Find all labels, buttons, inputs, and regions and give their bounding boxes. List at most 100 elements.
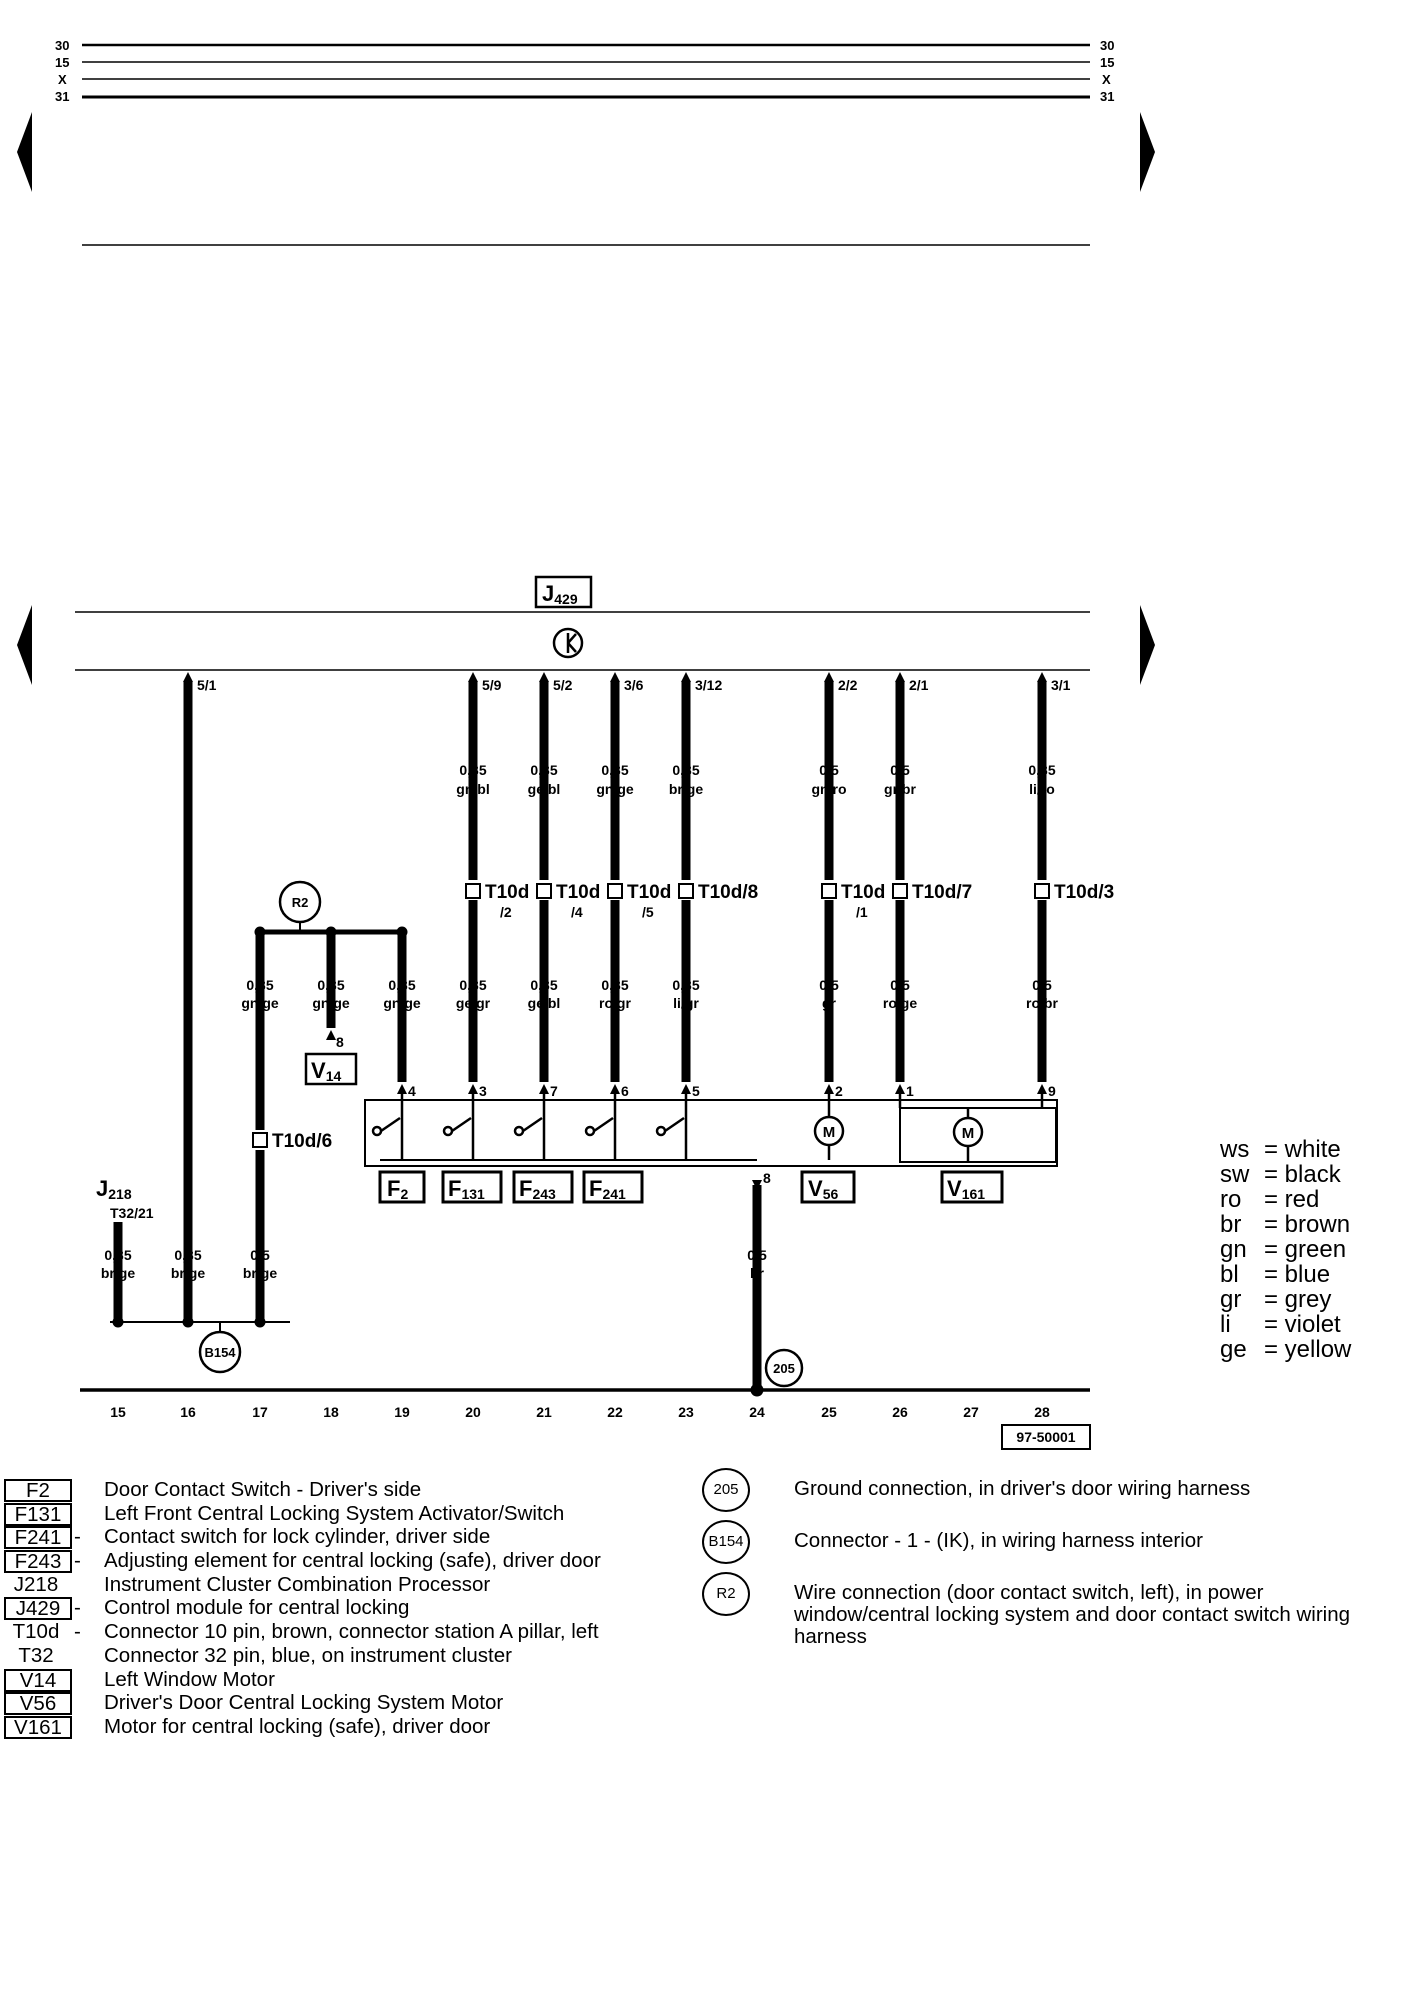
legend-row: gr= grey [1220,1286,1332,1313]
wire-gauge: 0,35 [459,762,486,778]
column-number: 19 [394,1404,410,1420]
wire-color: ro/br [1026,995,1058,1011]
clock-icon [552,627,584,659]
v56-label: V56 [808,1176,838,1202]
wire-gauge: 0,5 [250,1247,270,1263]
color-legend: ws= white sw= black ro= red br= brown gn… [1220,1137,1351,1362]
legend-row: bl= blue [1220,1261,1331,1288]
column-number: 22 [607,1404,623,1420]
wire-color: gn/bl [456,781,489,797]
wire-gauge: 0,35 [1028,762,1055,778]
wire-color: gn/ge [596,781,634,797]
v161-label: V161 [947,1176,985,1202]
next-arrow-icon[interactable] [1140,605,1155,685]
connector-sub: /1 [856,904,868,920]
pin-label: 7 [550,1083,558,1099]
connector-label: T10d/6 [272,1131,332,1152]
wire-gauge: 0,35 [174,1247,201,1263]
legend-row: li= violet [1220,1311,1341,1338]
f243-box [512,1170,574,1204]
column-number: 24 [749,1404,765,1420]
pin-label: 5/1 [197,677,217,693]
rail-label: 31 [1100,89,1114,104]
wire-gauge: 0,35 [672,977,699,993]
j429-label: J429 [542,581,578,607]
wire-gauge: 0,35 [530,977,557,993]
motor-symbol: M [823,1124,836,1141]
legend-row: gn= green [1220,1236,1347,1263]
j218-pin: T32/21 [110,1205,154,1221]
wire-color: gn/ge [241,995,279,1011]
wire-color: ge/bl [528,781,561,797]
next-arrow-icon[interactable] [1140,112,1155,192]
motor-symbol: M [962,1125,975,1142]
legend-row: ws= white [1220,1136,1341,1163]
rail-label: 15 [55,55,69,70]
motor-v161 [952,1116,984,1148]
wire-color: gr/br [884,781,916,797]
column-number: 17 [252,1404,268,1420]
b154-label: B154 [204,1345,236,1360]
legend-row: ro= red [1220,1186,1320,1213]
wire-color: gn/ge [383,995,421,1011]
connector-label: T10d/3 [1054,882,1114,903]
wire-gauge: 0,5 [1032,977,1052,993]
wire-color: ge/gr [456,995,491,1011]
wire-color: li/ro [1029,781,1055,797]
wire-color: gn/ge [312,995,350,1011]
rail-label: X [1102,72,1111,87]
pin-label: 3 [479,1083,487,1099]
rail-label: 15 [1100,55,1114,70]
f241-box [582,1170,644,1204]
f241-label: F241 [589,1176,626,1202]
r2-label: R2 [292,895,309,910]
pin-label: 2/1 [909,677,929,693]
f131-label: F131 [448,1176,485,1202]
column-number: 16 [180,1404,196,1420]
wire-color: br/ge [101,1265,135,1281]
pin-label: 4 [408,1083,416,1099]
column-number: 27 [963,1404,979,1420]
connector-symbol: B154 [702,1520,750,1564]
v56-box [800,1170,856,1204]
prev-arrow-icon[interactable] [17,605,32,685]
prev-arrow-icon[interactable] [17,112,32,192]
connector-sub: /4 [571,904,583,920]
f2-label: F2 [387,1176,408,1202]
f131-box [441,1170,503,1204]
wire-gauge: 0,35 [388,977,415,993]
j429-box [534,575,593,609]
column-number: 15 [110,1404,126,1420]
wire-color: br/ge [669,781,703,797]
wire-color: li/gr [673,995,699,1011]
wiring-diagram: 30 15 X 31 30 15 X 31 J429 5/1 5/9 5/2 3… [17,38,1155,1450]
connector-label: T10d [485,882,529,903]
v14-label: V14 [311,1058,341,1084]
v161-box [940,1170,1004,1204]
legend-row: br= brown [1220,1211,1351,1238]
wire-gauge: 0,35 [601,977,628,993]
wire-gauge: 0,5 [890,977,910,993]
pin-label: 3/6 [624,677,644,693]
connector-label: T10d [627,882,671,903]
wire-connection-symbol: R2 [702,1572,750,1616]
f2-box [378,1170,426,1204]
j218-label: J218 [96,1176,132,1202]
connector-label: T10d/7 [912,882,972,903]
v14-box [304,1052,358,1086]
pin-label: 6 [621,1083,629,1099]
wire-gauge: 0,5 [890,762,910,778]
rail-label: 30 [55,38,69,53]
wire-color: ro/ge [883,995,917,1011]
wire-color: gr [822,995,837,1011]
wire-gauge: 0,35 [601,762,628,778]
ground-symbol: 205 [702,1468,750,1512]
column-number: 23 [678,1404,694,1420]
figure-ref: 97-50001 [1016,1429,1075,1445]
wire-color: gn/ro [812,781,847,797]
rail-label: X [58,72,67,87]
wire-gauge: 0,35 [672,762,699,778]
pin-label: 2 [835,1083,843,1099]
wire-gauge: 0,5 [747,1247,767,1263]
wire-gauge: 0,5 [819,762,839,778]
